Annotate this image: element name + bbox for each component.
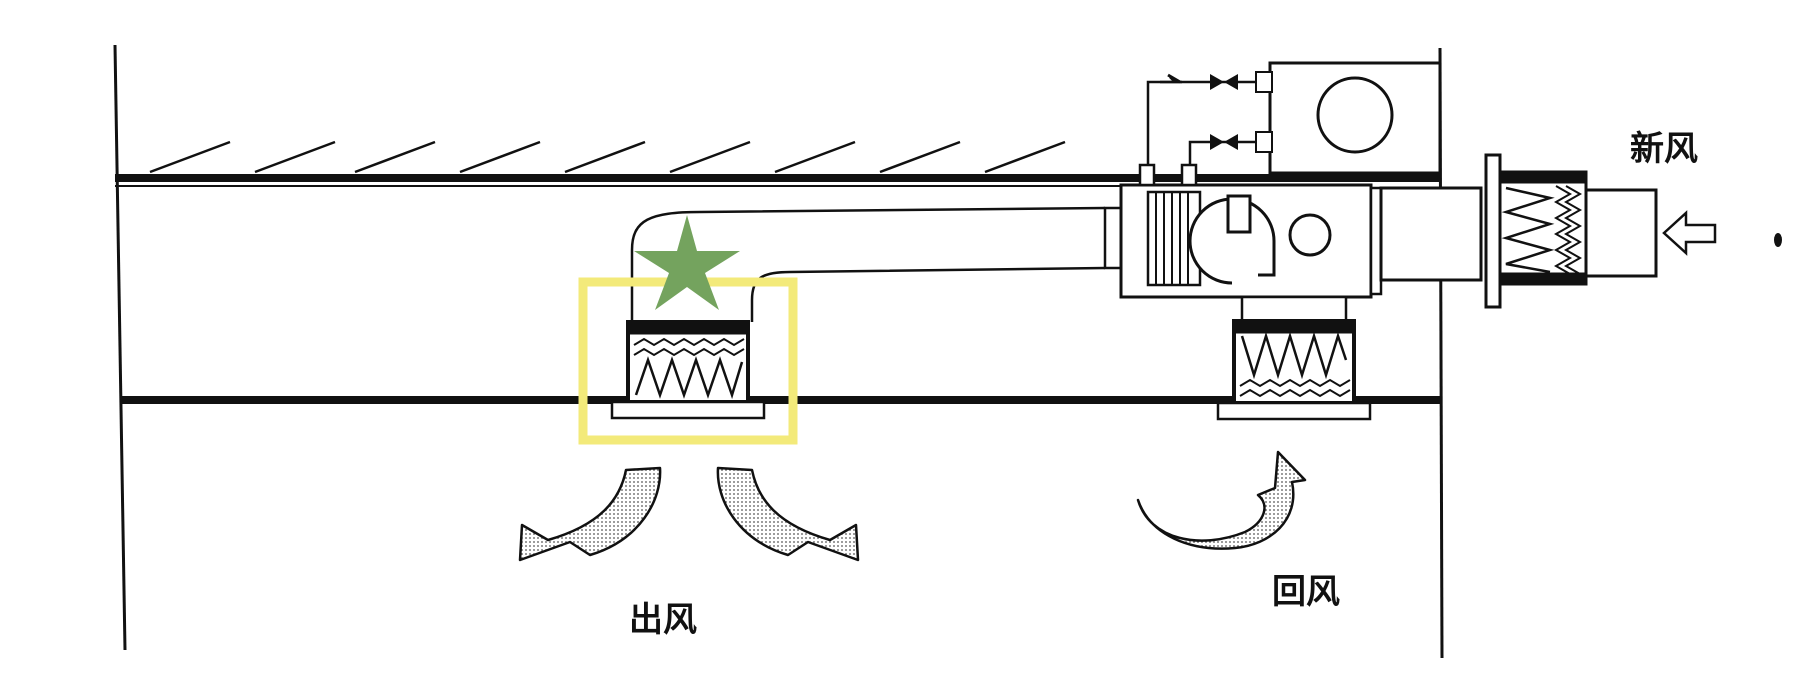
fan-coil-unit [1103, 183, 1483, 299]
supply-duct [630, 206, 1106, 322]
fresh-air-label: 新风 [1630, 129, 1698, 169]
roof-slab [115, 140, 1440, 187]
supply-diffuser [610, 320, 766, 420]
fan-icon [1188, 194, 1332, 285]
fresh-air-filter [1484, 153, 1658, 309]
star-marker-icon [634, 215, 740, 310]
coil-fins [1155, 192, 1189, 285]
left-wall [113, 44, 127, 651]
inlet-arrow-icon [1662, 210, 1717, 256]
roof-hatching [149, 140, 1066, 174]
return-grille [1216, 295, 1372, 421]
supply-arrow-icon [518, 466, 662, 562]
pipe-arrow [1167, 73, 1181, 84]
pipe-connectors [1138, 163, 1198, 187]
supply-air-label: 出风 [629, 600, 697, 640]
water-piping [1146, 76, 1256, 165]
valve-icon [1210, 74, 1238, 150]
supply-arrow-icon [716, 466, 860, 562]
return-arrow-icon [1136, 450, 1307, 550]
edge-mark [1774, 233, 1782, 247]
return-air-label: 回风 [1272, 572, 1340, 612]
motor-box [1255, 61, 1442, 175]
